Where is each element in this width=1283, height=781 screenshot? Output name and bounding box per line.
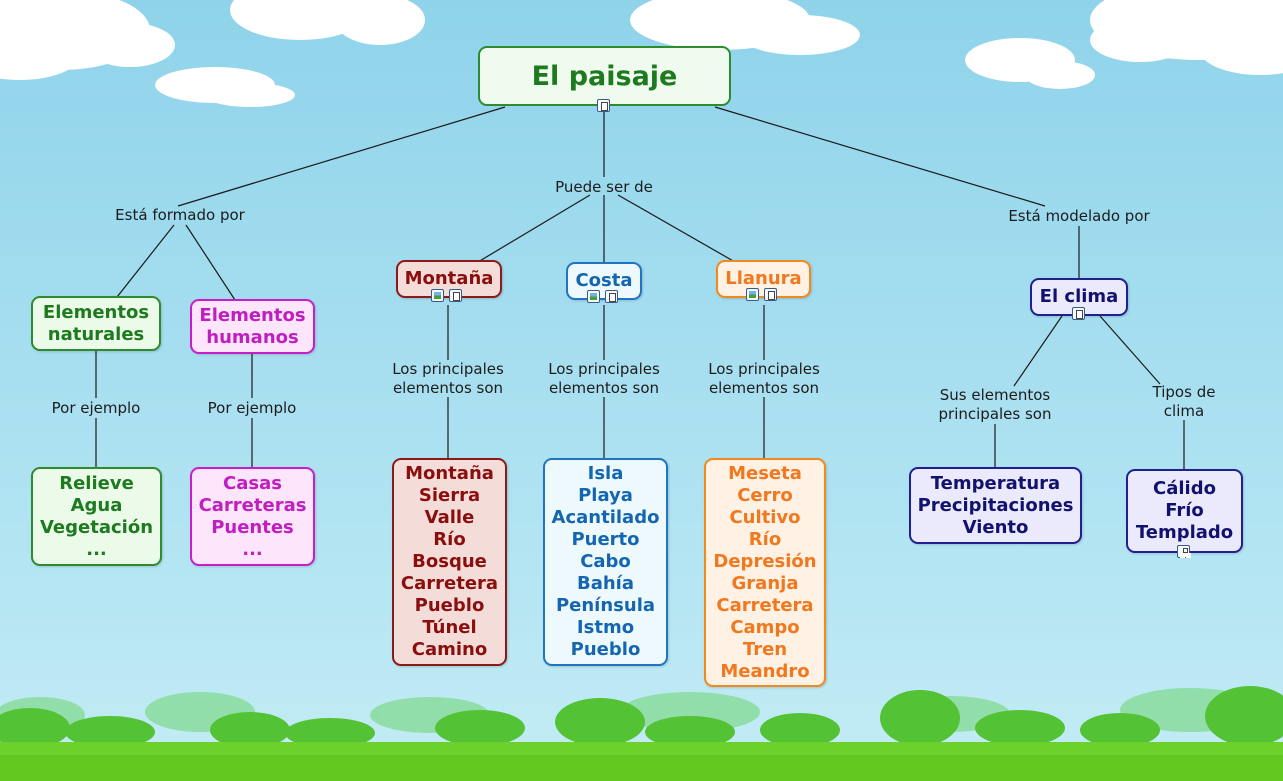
list-item: Precipitaciones [917, 494, 1074, 516]
list-clima-elementos[interactable]: Temperatura Precipitaciones Viento [909, 467, 1082, 544]
concept-label: Montaña [404, 268, 494, 289]
list-item: Túnel [422, 617, 477, 638]
image-icon[interactable] [746, 288, 759, 301]
list-item: Puerto [571, 529, 640, 550]
concept-line: Elementos [199, 304, 306, 326]
link-esta-modelado-por: Está modelado por [1008, 207, 1150, 225]
document-icon[interactable] [764, 288, 777, 301]
list-item: ... [86, 538, 107, 560]
link-line: Los principales [548, 360, 660, 378]
list-item: Granja [731, 572, 799, 594]
link-sus-elementos: Sus elementos principales son [939, 386, 1052, 424]
list-item: Vegetación [39, 516, 154, 538]
image-icon[interactable] [587, 290, 600, 303]
list-item: ... [242, 538, 263, 560]
list-item: Isla [587, 463, 624, 484]
list-item: Carretera [400, 573, 499, 594]
document-icon[interactable] [1072, 307, 1085, 320]
list-item: Cerro [737, 484, 793, 506]
list-item: Valle [424, 507, 475, 528]
concept-llanura[interactable]: Llanura [716, 260, 811, 298]
concept-label: El clima [1039, 286, 1119, 307]
list-item: Campo [730, 616, 800, 638]
concept-costa[interactable]: Costa [566, 262, 642, 300]
list-item: Puentes [211, 516, 294, 538]
list-item: Camino [411, 639, 488, 660]
list-item: Meandro [720, 660, 810, 682]
list-humanos[interactable]: Casas Carreteras Puentes ... [190, 467, 315, 566]
list-item: Relieve [59, 472, 134, 494]
document-icon[interactable] [597, 99, 610, 112]
link-line: Los principales [392, 360, 504, 378]
link-line: principales son [938, 405, 1052, 423]
link-line: Sus elementos [939, 386, 1051, 404]
list-item: Temperatura [930, 472, 1061, 494]
list-item: Viento [962, 516, 1029, 538]
list-costa[interactable]: Isla Playa Acantilado Puerto Cabo Bahía … [543, 458, 668, 666]
list-item: Montaña [405, 463, 494, 484]
link-principales-costa: Los principales elementos son [548, 360, 660, 398]
list-item: Pueblo [570, 639, 641, 660]
list-item: Depresión [713, 550, 817, 572]
concept-label: Costa [575, 270, 633, 291]
list-item: Sierra [418, 485, 481, 506]
concept-elementos-humanos[interactable]: Elementos humanos [190, 299, 315, 354]
link-principales-llanura: Los principales elementos son [708, 360, 820, 398]
list-item: Meseta [728, 462, 802, 484]
concept-label: Llanura [725, 268, 802, 289]
list-item: Carretera [716, 594, 814, 616]
concept-elementos-naturales[interactable]: Elementos naturales [31, 296, 161, 351]
connector-lines [95, 106, 1185, 470]
link-line: Tipos de [1152, 383, 1216, 401]
link-esta-formado-por: Está formado por [115, 206, 245, 224]
list-item: Río [748, 528, 782, 550]
link-por-ejemplo-naturales: Por ejemplo [51, 399, 141, 417]
clouds [0, 0, 1283, 107]
list-item: Río [433, 529, 466, 550]
list-item: Cálido [1153, 478, 1216, 499]
list-item: Frío [1165, 500, 1204, 521]
list-item: Cultivo [729, 506, 801, 528]
list-item: Bahía [577, 573, 634, 594]
list-naturales[interactable]: Relieve Agua Vegetación ... [31, 467, 162, 566]
image-icon[interactable] [431, 289, 444, 302]
link-line: elementos son [708, 379, 820, 397]
concept-line: naturales [47, 323, 145, 345]
list-item: Templado [1135, 522, 1234, 543]
list-llanura[interactable]: Meseta Cerro Cultivo Río Depresión Granj… [704, 458, 826, 687]
list-item: Acantilado [551, 507, 660, 528]
list-clima-tipos[interactable]: Cálido Frío Templado [1126, 469, 1243, 553]
link-principales-montana: Los principales elementos son [392, 360, 504, 398]
list-item: Istmo [576, 617, 635, 638]
concept-map-icon[interactable] [1177, 545, 1190, 558]
link-por-ejemplo-humanos: Por ejemplo [207, 399, 297, 417]
concept-line: Elementos [42, 301, 150, 323]
link-line: clima [1163, 402, 1205, 420]
list-item: Península [555, 595, 656, 616]
document-icon[interactable] [605, 290, 618, 303]
list-item: Agua [70, 494, 123, 516]
link-line: elementos son [392, 379, 504, 397]
list-item: Cabo [580, 551, 631, 572]
list-item: Playa [578, 485, 633, 506]
tree-line [0, 686, 1283, 781]
link-puede-ser-de: Puede ser de [555, 178, 653, 196]
list-item: Bosque [412, 551, 487, 572]
list-montana[interactable]: Montaña Sierra Valle Río Bosque Carreter… [392, 458, 507, 666]
link-tipos-de-clima: Tipos de clima [1153, 383, 1216, 421]
list-item: Tren [742, 638, 788, 660]
link-line: Los principales [708, 360, 820, 378]
link-line: elementos son [548, 379, 660, 397]
concept-line: humanos [206, 326, 299, 348]
list-item: Carreteras [198, 494, 307, 516]
root-concept-title[interactable]: El paisaje [478, 46, 731, 106]
list-item: Pueblo [414, 595, 485, 616]
document-icon[interactable] [449, 289, 462, 302]
title-text: El paisaje [531, 60, 678, 92]
list-item: Casas [223, 472, 282, 494]
